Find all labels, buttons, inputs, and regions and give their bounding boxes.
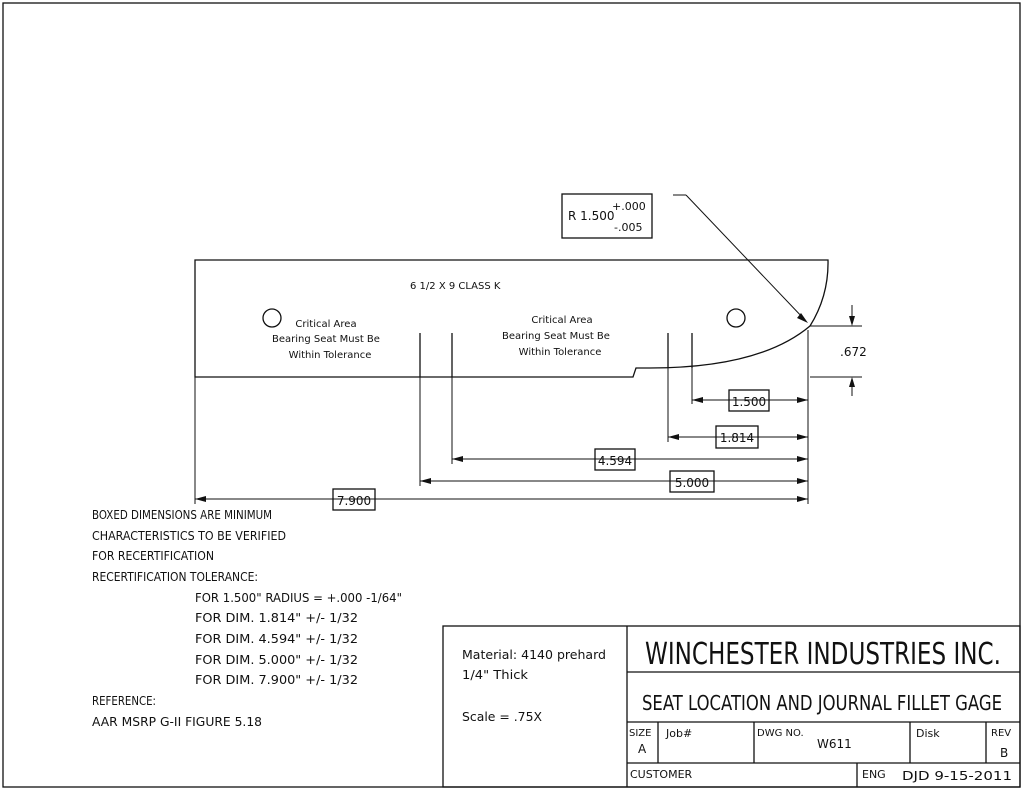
critical-area-right: Critical Area Bearing Seat Must Be Withi…: [502, 315, 610, 358]
dim-5000-box: [669, 470, 715, 493]
material-line-2: 1/4" Thick: [462, 668, 528, 682]
dim-1500-box: [728, 389, 770, 412]
note-line-2: CHARACTERISTICS TO BE VERIFIED: [92, 529, 286, 543]
radius-callout-plus: +.000: [612, 200, 646, 213]
mounting-hole-right: [726, 308, 746, 328]
dim-7900-value: 7.900: [337, 494, 371, 508]
dim-1814-arrow-right: [797, 434, 808, 440]
critical-area-left: Critical Area Bearing Seat Must Be Withi…: [272, 319, 380, 361]
customer-label: CUSTOMER: [630, 768, 693, 781]
dim-5000-arrow-right: [797, 478, 808, 484]
disk-label: Disk: [916, 727, 940, 740]
height-dimension-value: .672: [840, 345, 867, 359]
scale-note: Scale = .75X: [462, 710, 542, 724]
part-outline: [194, 259, 829, 378]
reference-text: AAR MSRP G-II FIGURE 5.18: [92, 715, 262, 729]
radius-callout-prefix: R 1.500: [568, 209, 615, 223]
tolerance-radius: FOR 1.500" RADIUS = +.000 -1/64": [195, 591, 402, 605]
critical-area-right-line1: Critical Area: [531, 315, 592, 326]
dim-1814-arrow-left: [668, 434, 679, 440]
dim-1814-box: [715, 425, 759, 449]
company-name: WINCHESTER INDUSTRIES INC.: [645, 637, 1001, 672]
general-notes: BOXED DIMENSIONS ARE MINIMUM CHARACTERIS…: [92, 508, 286, 584]
critical-area-left-line3: Within Tolerance: [289, 350, 372, 361]
material-line-1: Material: 4140 prehard: [462, 648, 606, 662]
eng-label: ENG: [862, 768, 886, 781]
size-value: A: [638, 742, 647, 756]
note-line-4: RECERTIFICATION TOLERANCE:: [92, 570, 258, 584]
dim-4594-arrow-left: [452, 456, 463, 462]
radius-callout-box: [561, 193, 653, 239]
dim-4594-box: [594, 448, 636, 471]
job-label: Job#: [665, 727, 692, 740]
radius-callout: R 1.500 +.000 -.005: [561, 193, 808, 323]
height-arrow-bottom: [849, 377, 855, 387]
note-line-1: BOXED DIMENSIONS ARE MINIMUM: [92, 508, 272, 522]
reference: REFERENCE: AAR MSRP G-II FIGURE 5.18: [92, 694, 262, 729]
critical-area-right-line3: Within Tolerance: [519, 347, 602, 358]
mounting-hole-left: [262, 308, 282, 328]
dim-1500-arrow-right: [797, 397, 808, 403]
size-label: SIZE: [629, 728, 651, 739]
dim-5000-value: 5.000: [675, 476, 709, 490]
reference-heading: REFERENCE:: [92, 694, 156, 708]
tolerance-1814: FOR DIM. 1.814" +/- 1/32: [195, 611, 358, 625]
dim-5000-arrow-left: [420, 478, 431, 484]
title-block-frame: [442, 625, 1021, 788]
dwg-label: DWG NO.: [757, 728, 804, 739]
tolerance-5000: FOR DIM. 5.000" +/- 1/32: [195, 653, 358, 667]
critical-area-right-line2: Bearing Seat Must Be: [502, 331, 610, 342]
tolerance-4594: FOR DIM. 4.594" +/- 1/32: [195, 632, 358, 646]
dwg-value: W611: [817, 737, 852, 751]
height-arrow-top: [849, 316, 855, 326]
dim-1500-value: 1.500: [732, 395, 766, 409]
horizontal-dimensions: 1.500 1.814 4.594 5.000 7.900: [194, 330, 809, 511]
title-block: Material: 4140 prehard 1/4" Thick Scale …: [442, 625, 1021, 788]
rev-value: B: [1000, 746, 1008, 760]
tolerance-list: FOR 1.500" RADIUS = +.000 -1/64" FOR DIM…: [195, 591, 402, 687]
note-line-3: FOR RECERTIFICATION: [92, 549, 214, 563]
dim-4594-value: 4.594: [598, 454, 632, 468]
part-label: 6 1/2 X 9 CLASS K: [410, 281, 501, 292]
dim-1500-arrow-left: [692, 397, 703, 403]
radius-leader-diagonal: [685, 194, 806, 321]
dim-1814-value: 1.814: [720, 431, 754, 445]
radius-callout-minus: -.005: [614, 221, 642, 234]
dim-7900-box: [332, 488, 376, 511]
dim-7900-arrow-right: [797, 496, 808, 502]
tolerance-7900: FOR DIM. 7.900" +/- 1/32: [195, 673, 358, 687]
drawing-title: SEAT LOCATION AND JOURNAL FILLET GAGE: [642, 691, 1002, 715]
dim-7900-arrow-left: [195, 496, 206, 502]
eng-value: DJD 9-15-2011: [902, 769, 1012, 783]
dim-4594-arrow-right: [797, 456, 808, 462]
height-dimension: .672: [810, 305, 867, 396]
radius-leader-arrow: [797, 313, 808, 323]
critical-area-left-line1: Critical Area: [295, 319, 356, 330]
critical-area-left-line2: Bearing Seat Must Be: [272, 334, 380, 345]
rev-label: REV: [991, 728, 1011, 739]
